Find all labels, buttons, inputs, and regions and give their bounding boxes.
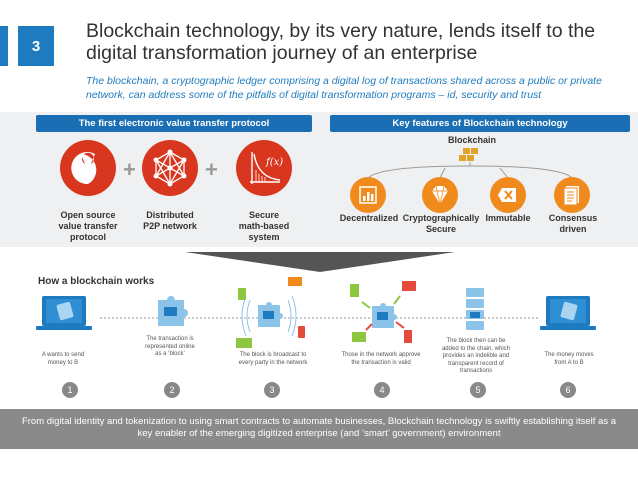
no-edit-icon (490, 177, 526, 213)
open-source-icon (60, 140, 116, 196)
step-number-2: 2 (164, 382, 180, 398)
laptop-b-icon (540, 296, 596, 330)
formula-text: f(x) (265, 157, 283, 168)
step-text-4: Those in the network approve the transac… (341, 352, 421, 366)
feature-label-secure: Secure math-based system (238, 210, 290, 242)
right-panel-header: Key features of Blockchain technology (330, 115, 630, 132)
slide-number-badge: 3 (18, 26, 54, 66)
slide-number-edge (0, 26, 8, 66)
step-number-5: 5 (470, 382, 486, 398)
step-text-6: The money moves from A to B (544, 352, 594, 366)
diamond-icon (422, 177, 458, 213)
document-icon (554, 177, 590, 213)
how-it-works-title: How a blockchain works (38, 276, 155, 287)
approval-network-icon (350, 281, 416, 343)
broadcast-network-icon (236, 277, 305, 348)
step-text-3: The block is broadcast to every party in… (238, 352, 308, 366)
footer-banner: From digital identity and tokenization t… (0, 409, 638, 449)
bar-chart-icon (350, 177, 386, 213)
network-icon (142, 140, 198, 196)
funnel-arrow (185, 252, 455, 272)
feature-label-immutable: Immutable (485, 213, 531, 223)
feature-label-decentralized: Decentralized (339, 213, 399, 223)
plus-icon: + (123, 157, 136, 182)
step-text-2: The transaction is represented online as… (145, 336, 195, 357)
feature-label-open-source: Open source value transfer protocol (58, 210, 118, 242)
puzzle-block-icon (158, 296, 188, 326)
blockchain-label: Blockchain (447, 135, 496, 145)
block-chain-stack-icon (466, 288, 484, 330)
plus-icon: + (205, 157, 218, 182)
page-subtitle: The blockchain, a cryptographic ledger c… (86, 75, 602, 101)
left-panel-header: The first electronic value transfer prot… (36, 115, 312, 132)
feature-label-consensus: Consensus driven (548, 213, 598, 234)
step-number-4: 4 (374, 382, 390, 398)
laptop-a-icon (36, 296, 92, 330)
feature-label-p2p: Distributed P2P network (143, 210, 197, 231)
blockchain-blocks-icon (459, 148, 478, 161)
step-text-5: The block then can be added to the chain… (441, 338, 511, 374)
step-text-1: A wants to send money to B (41, 352, 85, 366)
step-number-3: 3 (264, 382, 280, 398)
page-title: Blockchain technology, by its very natur… (86, 20, 596, 64)
step-number-1: 1 (62, 382, 78, 398)
feature-label-crypto: Cryptographically Secure (402, 213, 480, 234)
step-number-6: 6 (560, 382, 576, 398)
math-graph-icon: f(x) (236, 140, 292, 196)
